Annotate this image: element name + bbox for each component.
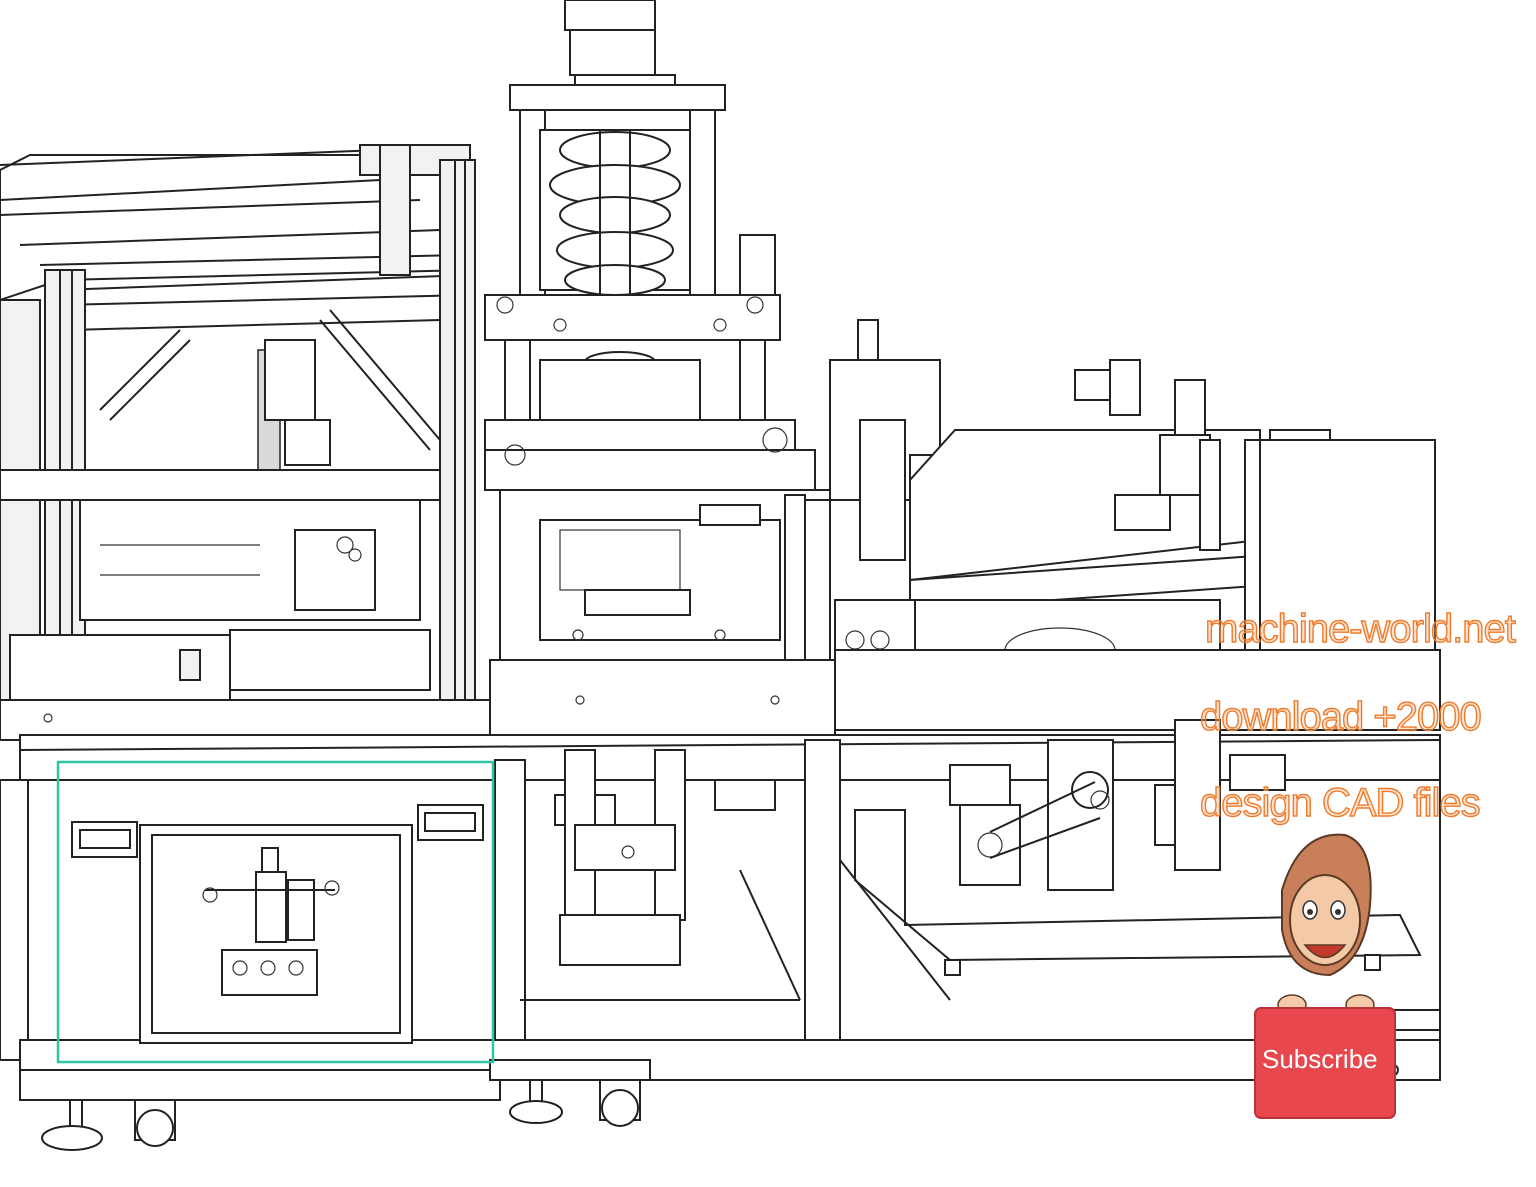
watermark: machine-world.net machine-world.net down… [1199, 606, 1517, 825]
svg-text:design CAD files: design CAD files [1200, 781, 1480, 825]
centre-press-unit [484, 0, 831, 661]
svg-text:design CAD files: design CAD files [1200, 781, 1480, 825]
watermark-download-fill: download +2000 [1200, 695, 1481, 739]
watermark-download: download +2000 [1200, 695, 1481, 739]
svg-text:download +2000: download +2000 [1200, 695, 1481, 739]
svg-text:download +2000: download +2000 [1200, 695, 1481, 739]
watermark-site: machine-world.net [1205, 607, 1516, 651]
svg-text:machine-world.net: machine-world.net [1205, 607, 1516, 651]
watermark-site-fill: machine-world.net [1205, 607, 1516, 651]
watermark-cad-fill: design CAD files [1200, 781, 1480, 825]
highlighted-door-outline [56, 760, 495, 1064]
watermark-cad: design CAD files [1200, 781, 1480, 825]
svg-text:machine-world.net: machine-world.net [1205, 607, 1516, 651]
subscribe-badge[interactable]: Subscribe [1254, 833, 1396, 1119]
subscribe-label: Subscribe [1262, 1044, 1378, 1074]
right-feeder-unit [829, 319, 1436, 673]
svg-text:Subscribe: Subscribe [1262, 1044, 1378, 1074]
subscribe-button[interactable] [1254, 1007, 1396, 1119]
left-frame-cage [0, 144, 476, 721]
